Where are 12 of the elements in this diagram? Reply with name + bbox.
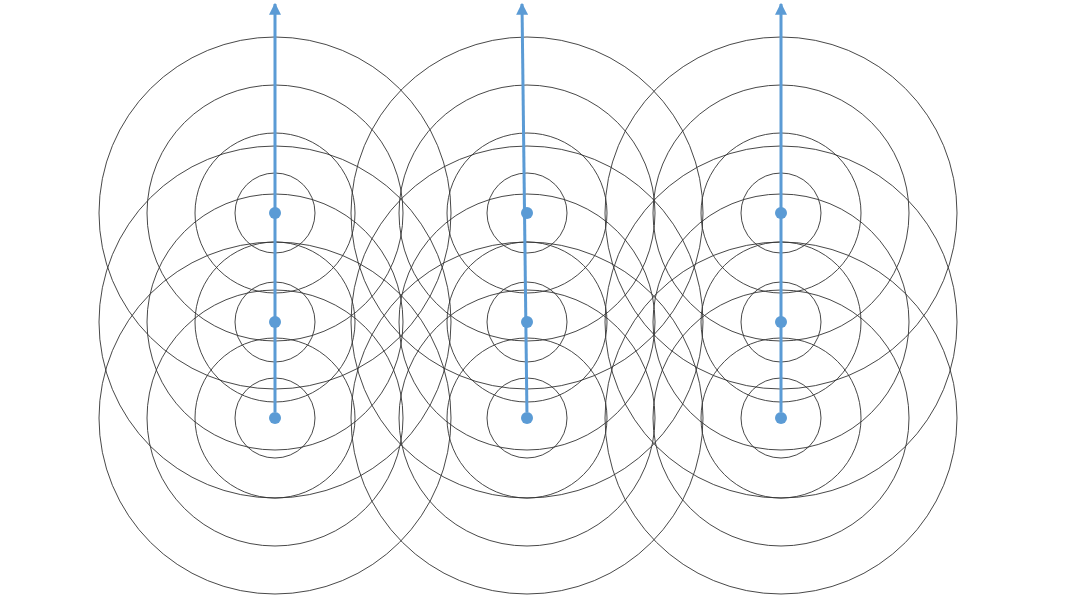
source-dot: [269, 412, 281, 424]
source-dot: [775, 207, 787, 219]
source-dot: [269, 207, 281, 219]
source-dot: [521, 412, 533, 424]
source-dot: [521, 316, 533, 328]
arrow: [516, 2, 529, 412]
source-dot: [521, 207, 533, 219]
source-dot: [775, 316, 787, 328]
arrow: [775, 2, 787, 412]
source-dot: [775, 412, 787, 424]
source-dot: [269, 316, 281, 328]
arrow: [269, 2, 281, 412]
